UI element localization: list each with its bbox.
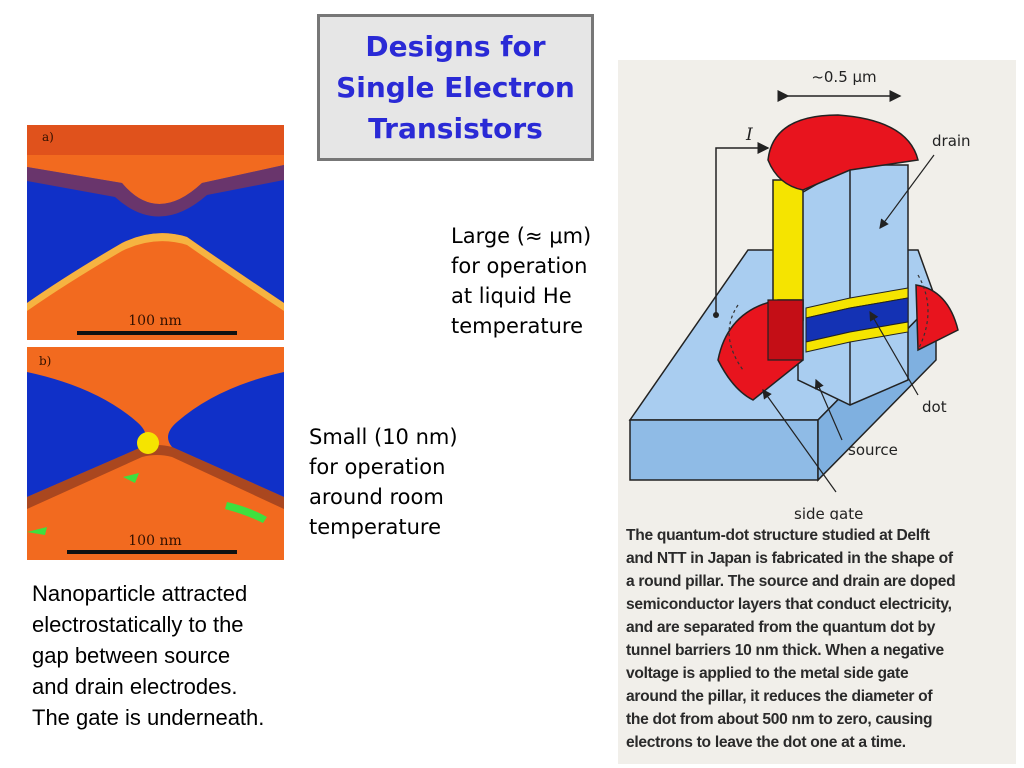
side-gate-label: side gate (794, 505, 863, 520)
micrograph-images: a) 100 nm b) 100 nm (27, 125, 284, 560)
drain-label: drain (932, 132, 971, 150)
micrograph-top-label: a) (42, 130, 54, 144)
micrograph-bottom-scale: 100 nm (128, 533, 181, 549)
quantum-dot-diagram: ~0.5 μm I drain dot source side gate (628, 68, 971, 520)
current-label: I (745, 125, 753, 145)
source-label: source (848, 441, 898, 459)
title-box: Designs for Single Electron Transistors (317, 14, 594, 161)
note-nanoparticle: Nanoparticle attracted electrostatically… (32, 581, 265, 730)
micrograph-bottom: b) 100 nm (27, 347, 284, 560)
micrograph-bottom-label: b) (39, 354, 51, 368)
micrograph-top-scale: 100 nm (128, 313, 181, 329)
note-large-device: Large (≈ μm) for operation at liquid He … (451, 224, 592, 338)
note-small-device: Small (10 nm) for operation around room … (309, 425, 458, 539)
micrograph-top: a) 100 nm (27, 125, 284, 340)
dot-label: dot (922, 398, 947, 416)
dimension-label: ~0.5 μm (811, 68, 876, 86)
diagram-caption: The quantum-dot structure studied at Del… (626, 527, 956, 751)
micrograph-divider (27, 340, 284, 347)
slide-title: Designs for Single Electron Transistors (336, 30, 575, 145)
